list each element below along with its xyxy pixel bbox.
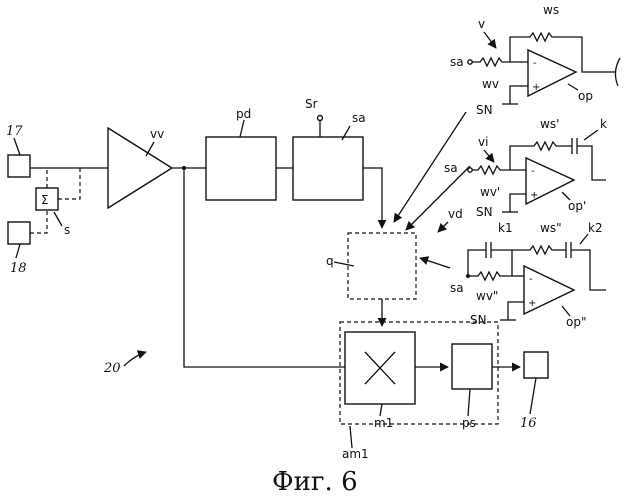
label-sr: Sr bbox=[305, 97, 318, 111]
label-sa-block: sa bbox=[352, 111, 366, 125]
label-vv: vv bbox=[150, 127, 164, 141]
label-ws1: ws' bbox=[540, 117, 559, 131]
label-sa-vd: sa bbox=[450, 281, 464, 295]
label-s: s bbox=[64, 223, 70, 237]
minus-sign-op2: - bbox=[529, 274, 533, 285]
label-q: q bbox=[326, 254, 334, 268]
sigma-symbol: Σ bbox=[41, 193, 49, 207]
minus-sign-op: - bbox=[533, 58, 537, 69]
output-block-16 bbox=[524, 352, 548, 378]
label-ws: ws bbox=[543, 3, 559, 17]
block-q bbox=[348, 233, 416, 299]
label-ws2: ws" bbox=[540, 221, 562, 235]
label-k2: k2 bbox=[588, 221, 603, 235]
plus-sign-op: + bbox=[532, 82, 540, 93]
plus-sign-op2: + bbox=[528, 298, 536, 309]
label-sa-vi: sa bbox=[444, 161, 458, 175]
label-pd: pd bbox=[236, 107, 251, 121]
label-sn-vd: SN bbox=[470, 313, 487, 327]
label-sn-v: SN bbox=[476, 103, 493, 117]
figure-caption: Фиг. 6 bbox=[272, 467, 358, 497]
label-20: 20 bbox=[103, 361, 121, 376]
label-vd: vd bbox=[448, 207, 463, 221]
label-sn-vi: SN bbox=[476, 205, 493, 219]
input-block-18 bbox=[8, 222, 30, 244]
label-wv1: wv' bbox=[480, 185, 500, 199]
label-vi: vi bbox=[478, 135, 488, 149]
label-op2: op" bbox=[566, 315, 586, 329]
label-op1: op' bbox=[568, 199, 586, 213]
label-k1: k1 bbox=[498, 221, 513, 235]
plus-sign-op1: + bbox=[530, 190, 538, 201]
label-ps: ps bbox=[462, 416, 476, 430]
label-am1: am1 bbox=[342, 447, 369, 461]
label-17: 17 bbox=[6, 124, 23, 139]
label-wv: wv bbox=[482, 77, 499, 91]
label-wv2: wv" bbox=[476, 289, 498, 303]
label-sa-v: sa bbox=[450, 55, 464, 69]
label-16: 16 bbox=[520, 416, 537, 431]
label-18: 18 bbox=[10, 261, 27, 276]
block-pd bbox=[206, 137, 276, 200]
minus-sign-op1: - bbox=[531, 166, 535, 177]
label-v: v bbox=[478, 17, 485, 31]
label-m1: m1 bbox=[374, 416, 393, 430]
block-ps bbox=[452, 344, 492, 389]
label-k: k bbox=[600, 117, 607, 131]
label-op: op bbox=[578, 89, 593, 103]
input-block-17 bbox=[8, 155, 30, 177]
block-sa bbox=[293, 137, 363, 200]
